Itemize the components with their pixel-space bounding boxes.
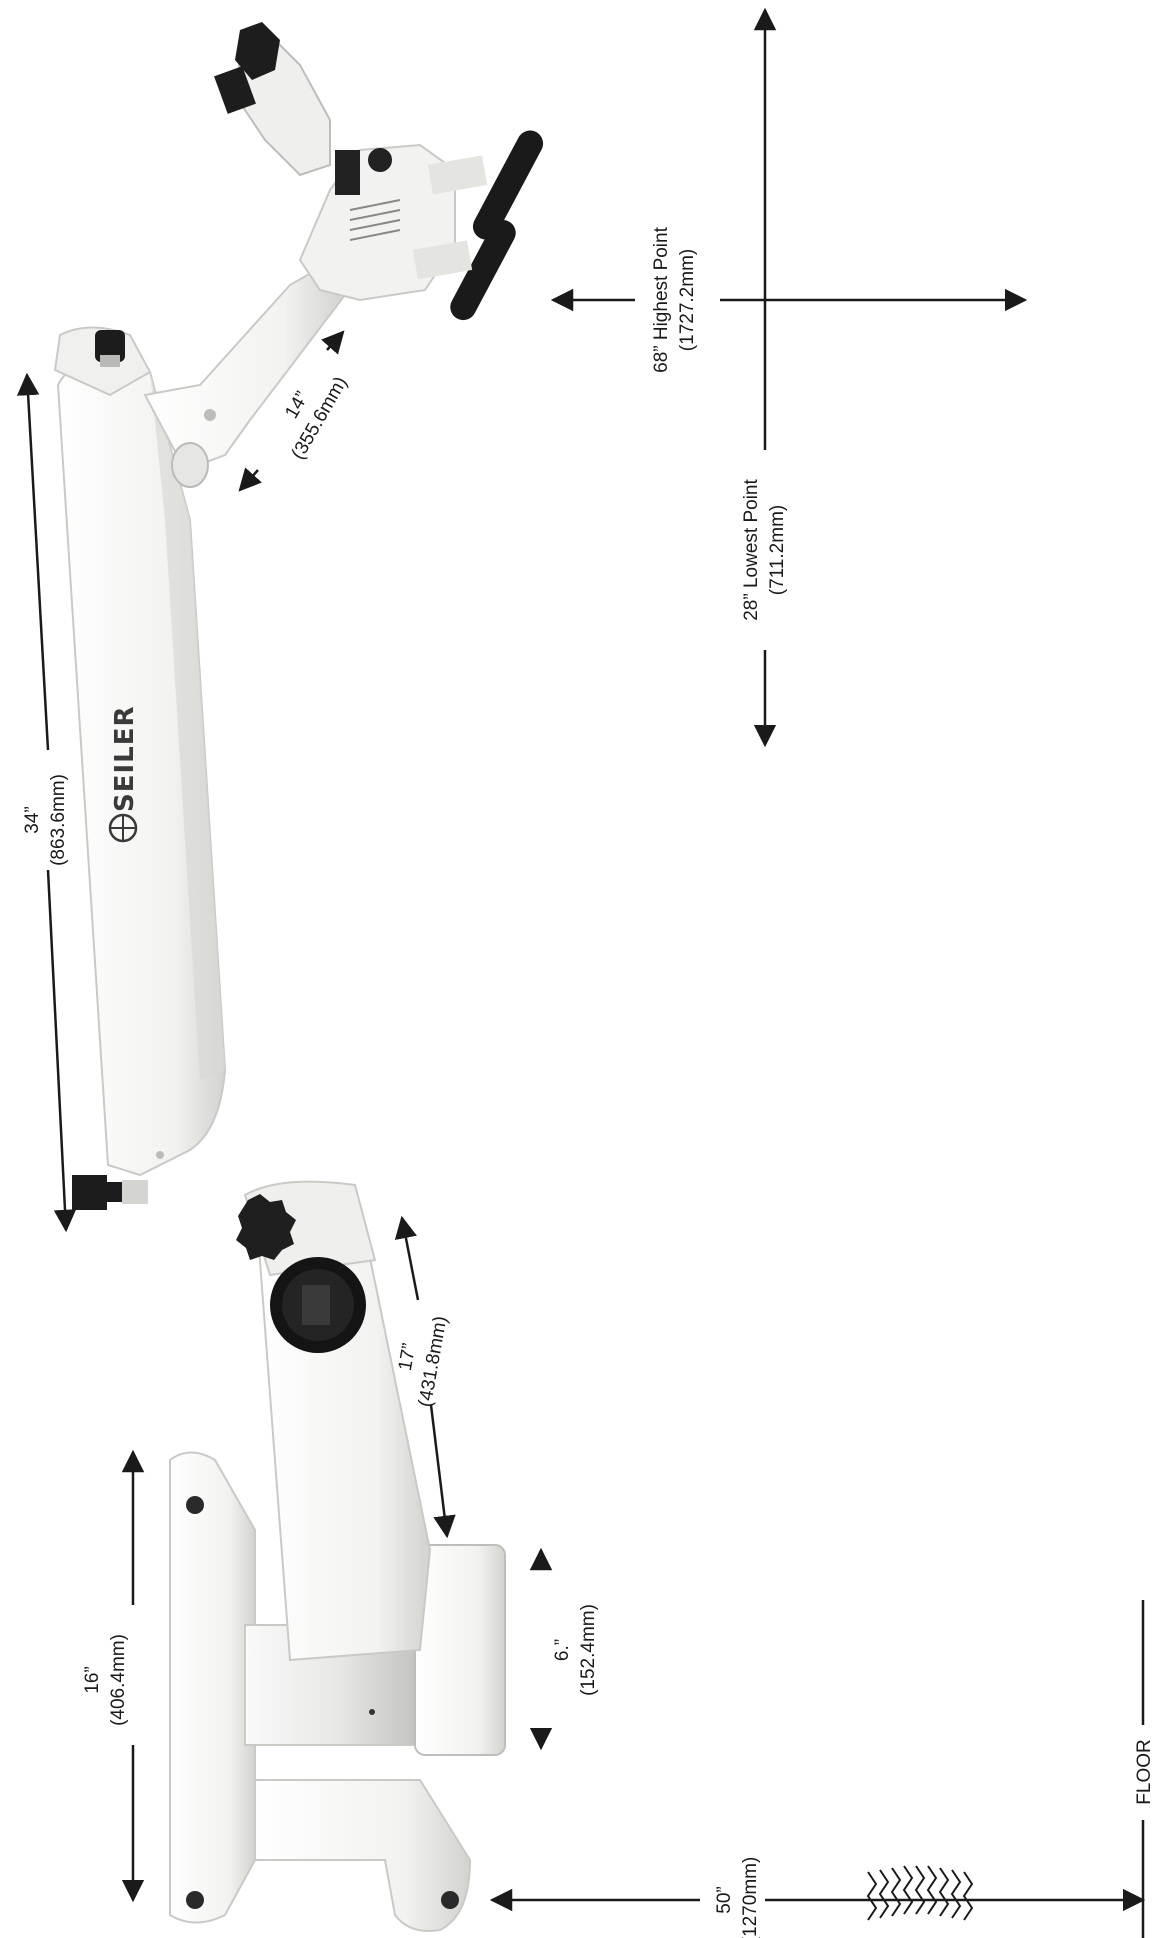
lowest-point-mm: (711.2mm): [767, 505, 788, 595]
wall-break-symbol: [866, 1865, 974, 1921]
mid-arm-dim-line: [394, 1215, 420, 1301]
mount-height-inches: 50”: [714, 1886, 735, 1913]
screw-top: [186, 1496, 204, 1514]
main-arm-inches: 34”: [22, 806, 43, 833]
main-arm-mm: (863.6mm): [48, 774, 69, 866]
collar-mm: (152.4mm): [578, 1604, 599, 1696]
elbow-knob: [236, 1194, 296, 1260]
wall-plate: [169, 1451, 256, 1924]
lowest-point-inches: 28” Lowest Point: [741, 479, 762, 621]
device-illustration: SEILER: [53, 22, 544, 1932]
screw-bottom: [186, 1891, 204, 1909]
rotation-collar: [414, 1544, 506, 1756]
main-arm-dim-line-2: [46, 869, 77, 1233]
eyepiece-icon: [235, 22, 280, 80]
brand-text: SEILER: [110, 705, 140, 812]
handle-lower: [450, 219, 516, 321]
wall-plate-mm: (406.4mm): [108, 1634, 129, 1726]
optics-arm-dim-line: [321, 330, 345, 355]
optics-arm-dim-line-2: [238, 467, 262, 492]
main-arm-dim-line: [16, 372, 50, 751]
collar-inches: 6.”: [552, 1639, 573, 1661]
brand-logo: SEILER: [108, 705, 140, 843]
screw-lower: [441, 1891, 459, 1909]
mid-arm-mm: (431.8mm): [415, 1315, 452, 1409]
floor-label: FLOOR: [1134, 1739, 1155, 1804]
highest-point-mm: (1727.2mm): [677, 249, 698, 351]
top-knob: [95, 330, 125, 362]
bottom-knob: [72, 1175, 123, 1210]
dimension-lines: [16, 7, 1146, 1938]
mount-height-mm: (1270mm): [740, 1857, 761, 1938]
wall-plate-inches: 16”: [82, 1666, 103, 1693]
handle-upper: [472, 130, 544, 240]
mid-arm-dim-line-2: [429, 1404, 456, 1539]
mid-arm-inches: 17”: [395, 1342, 420, 1373]
highest-point-inches: 68” Highest Point: [651, 226, 672, 372]
